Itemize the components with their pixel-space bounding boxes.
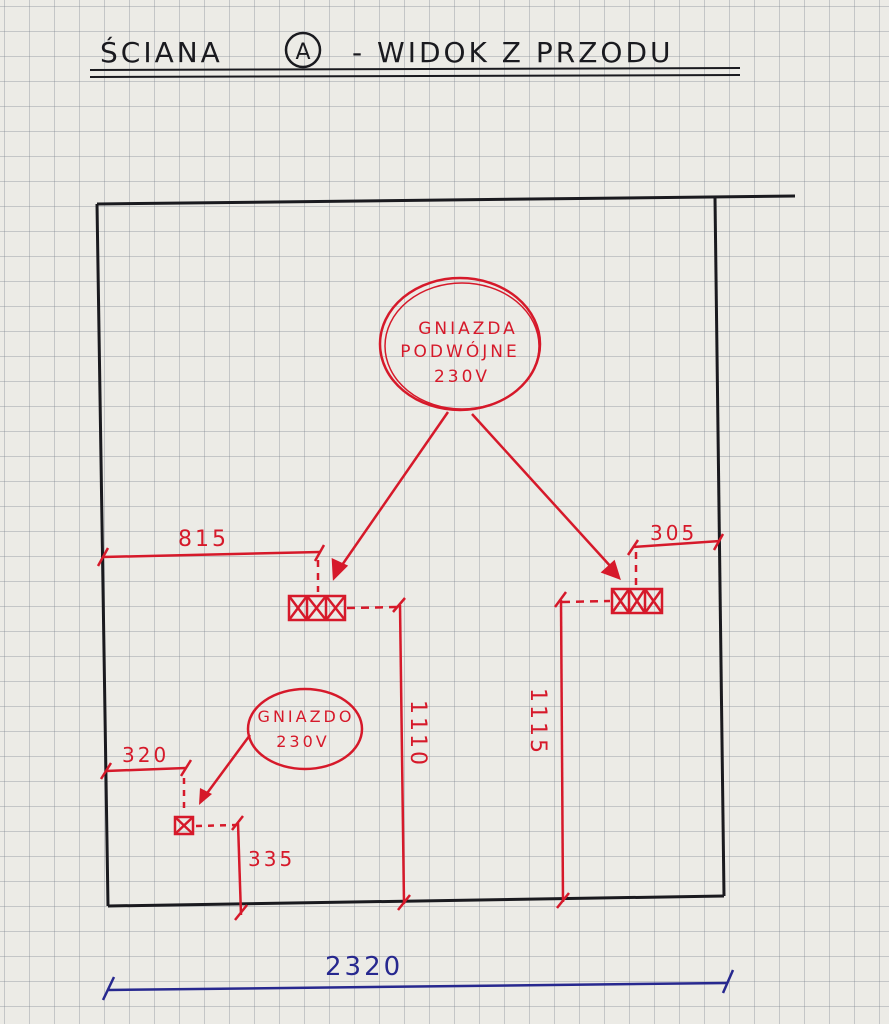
wall-left-edge bbox=[95, 203, 110, 907]
wall-outline bbox=[95, 194, 796, 908]
dim-tick bbox=[712, 533, 725, 551]
dim-1115-leader bbox=[561, 599, 611, 604]
arrow-head-left-double bbox=[331, 557, 349, 581]
title-underline-2 bbox=[89, 74, 741, 78]
dim-1110-line bbox=[398, 604, 406, 905]
title-underline-1 bbox=[89, 67, 741, 71]
socket-single bbox=[173, 815, 195, 836]
title-suffix: - WIDOK Z PRZODU bbox=[352, 36, 674, 69]
dim-tick bbox=[101, 976, 116, 1001]
callout-single-socket: GNIAZDO 230V bbox=[199, 687, 364, 805]
dim-tick bbox=[553, 591, 568, 608]
dim-320-line bbox=[105, 766, 187, 773]
callout-double-bubble bbox=[378, 276, 542, 412]
socket-double-left-box bbox=[287, 594, 347, 622]
dim-tick bbox=[96, 547, 110, 567]
socket-single-box bbox=[173, 815, 195, 836]
socket-double-left bbox=[287, 594, 347, 622]
callout-single-bubble bbox=[246, 687, 364, 771]
callout-double-line2: PODWÓJNE bbox=[400, 340, 519, 362]
dim-1110-label: 1110 bbox=[405, 700, 430, 768]
dim-tick bbox=[626, 539, 640, 556]
socket-cross bbox=[325, 595, 346, 621]
socket-double-right-box bbox=[610, 587, 664, 615]
dim-tick bbox=[397, 894, 411, 911]
socket-cross bbox=[627, 588, 647, 614]
dim-2320-line bbox=[107, 981, 729, 992]
dim-320-label: 320 bbox=[122, 743, 169, 767]
dim-1110-leader bbox=[346, 605, 399, 610]
wall-bottom-edge bbox=[107, 894, 725, 908]
dim-2320-label: 2320 bbox=[325, 952, 403, 982]
callout-arrows bbox=[331, 411, 621, 581]
dim-tick bbox=[721, 969, 735, 994]
dim-1115-label: 1115 bbox=[525, 688, 550, 756]
dim-tick bbox=[313, 544, 326, 562]
dim-305-label: 305 bbox=[650, 521, 697, 545]
arrow-to-right-double bbox=[471, 413, 613, 569]
dim-overall-width: 2320 bbox=[101, 952, 735, 1001]
callout-single-line2: 230V bbox=[276, 732, 329, 751]
wall-right-edge bbox=[713, 197, 726, 897]
dim-tick bbox=[231, 815, 244, 831]
socket-double-right bbox=[610, 587, 664, 615]
callout-double-line1: GNIAZDA bbox=[418, 319, 518, 339]
socket-cross bbox=[306, 595, 327, 621]
socket-cross bbox=[288, 595, 308, 621]
dim-tick bbox=[99, 762, 113, 780]
drawing-title: ŚCIANA A - WIDOK Z PRZODU bbox=[89, 31, 741, 78]
dim-tick bbox=[179, 759, 193, 777]
callout-double-line3: 230V bbox=[434, 367, 490, 387]
dimension-lines bbox=[96, 533, 725, 921]
callout-single-line1: GNIAZDO bbox=[258, 707, 355, 726]
dim-305-line bbox=[632, 539, 721, 549]
dim-335-line bbox=[236, 822, 243, 916]
dim-815-line bbox=[102, 550, 321, 559]
wall-top-edge bbox=[96, 194, 796, 206]
arrow-head-single bbox=[199, 788, 212, 805]
callout-double-sockets: GNIAZDA PODWÓJNE 230V bbox=[378, 276, 542, 412]
title-main: ŚCIANA bbox=[100, 35, 223, 69]
wall-id-label: A bbox=[295, 40, 310, 65]
dim-335-label: 335 bbox=[248, 847, 295, 871]
dim-1115-line bbox=[559, 599, 565, 903]
dim-tick bbox=[556, 892, 570, 909]
wall-id-circle bbox=[284, 31, 322, 69]
socket-cross bbox=[643, 588, 664, 614]
arrow-to-left-double bbox=[338, 411, 450, 569]
arrow-head-right-double bbox=[600, 559, 621, 581]
dimension-labels: 815 305 320 335 1110 1115 bbox=[122, 521, 697, 871]
arrow-to-single bbox=[203, 734, 252, 797]
dim-815-label: 815 bbox=[178, 527, 229, 552]
callout-double-bubble-inner bbox=[384, 282, 540, 410]
dim-335-leader bbox=[195, 823, 237, 828]
socket-cross bbox=[174, 816, 194, 835]
dim-tick bbox=[392, 597, 406, 613]
dim-tick bbox=[234, 904, 248, 921]
socket-cross bbox=[610, 588, 631, 614]
